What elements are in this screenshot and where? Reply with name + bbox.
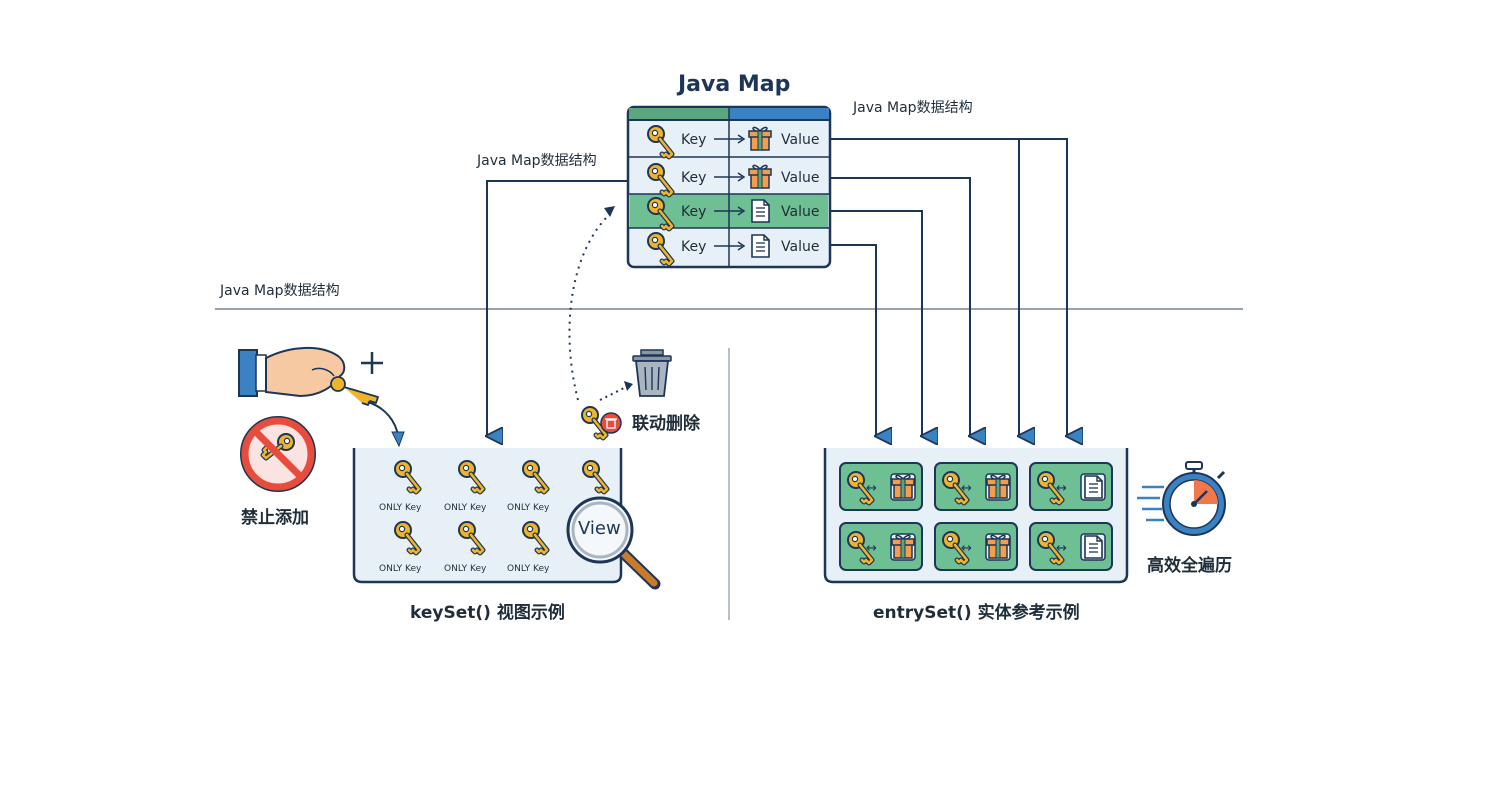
svg-text:↔: ↔ bbox=[1056, 541, 1067, 556]
svg-text:↔: ↔ bbox=[1056, 481, 1067, 496]
document-icon bbox=[751, 234, 770, 258]
map-row-value: Value bbox=[781, 170, 819, 186]
linked-delete-arrow bbox=[568, 211, 613, 401]
forbidden-key-icon bbox=[240, 416, 316, 492]
trash-icon bbox=[632, 349, 672, 397]
keyset-caption: keySet() 视图示例 bbox=[410, 603, 565, 623]
map-row-key: Key bbox=[681, 170, 706, 186]
delete-key-icon bbox=[582, 407, 622, 438]
only-key-label: ONLY Key bbox=[379, 503, 422, 513]
entry-item: ↔ bbox=[839, 462, 923, 511]
document-icon bbox=[751, 199, 770, 223]
gift-icon bbox=[748, 164, 772, 189]
forbid-add-label: 禁止添加 bbox=[241, 508, 309, 528]
map-row-key: Key bbox=[681, 204, 706, 220]
top-left-label: Java Map数据结构 bbox=[477, 153, 597, 169]
only-key-label: ONLY Key bbox=[507, 564, 550, 574]
map-row-key: Key bbox=[681, 132, 706, 148]
svg-text:↔: ↔ bbox=[866, 541, 877, 556]
map-title: Java Map bbox=[678, 72, 791, 97]
java-map-table: Key Value Key Value Key Value Key Value bbox=[626, 105, 832, 269]
only-key-label: ONLY Key bbox=[379, 564, 422, 574]
keyset-keys: ONLY Key ONLY Key ONLY Key ONLY Key ONLY… bbox=[379, 461, 607, 574]
entryset-arrows bbox=[830, 138, 1067, 436]
map-row-value: Value bbox=[781, 132, 819, 148]
entryset-entries: ↔ ↔ ↔ ↔ ↔ bbox=[839, 462, 1113, 571]
map-row-value: Value bbox=[781, 204, 819, 220]
divider-label: Java Map数据结构 bbox=[220, 283, 340, 299]
efficient-traverse-label: 高效全遍历 bbox=[1147, 556, 1232, 576]
only-key-label: ONLY Key bbox=[444, 503, 487, 513]
entryset-caption: entrySet() 实体参考示例 bbox=[873, 603, 1080, 623]
hand-key-icon bbox=[238, 346, 383, 406]
only-key-label: ONLY Key bbox=[507, 503, 550, 513]
linked-delete-label: 联动删除 bbox=[632, 414, 700, 434]
svg-text:↔: ↔ bbox=[961, 481, 972, 496]
top-right-label: Java Map数据结构 bbox=[853, 100, 973, 116]
entry-item: ↔ bbox=[1029, 462, 1113, 511]
svg-text:↔: ↔ bbox=[961, 541, 972, 556]
entry-item: ↔ bbox=[934, 462, 1018, 511]
stopwatch-icon bbox=[1137, 461, 1226, 536]
view-label: View bbox=[578, 518, 621, 539]
gift-icon bbox=[748, 126, 772, 151]
trash-arrow bbox=[599, 385, 629, 401]
only-key-label: ONLY Key bbox=[444, 564, 487, 574]
map-row-value: Value bbox=[781, 239, 819, 255]
add-arrow bbox=[367, 401, 399, 437]
entry-item: ↔ bbox=[1029, 522, 1113, 571]
entry-item: ↔ bbox=[839, 522, 923, 571]
magnifier-icon bbox=[566, 496, 661, 590]
map-row-key: Key bbox=[681, 239, 706, 255]
keyset-arrow bbox=[487, 180, 628, 436]
entry-item: ↔ bbox=[934, 522, 1018, 571]
svg-text:↔: ↔ bbox=[866, 481, 877, 496]
